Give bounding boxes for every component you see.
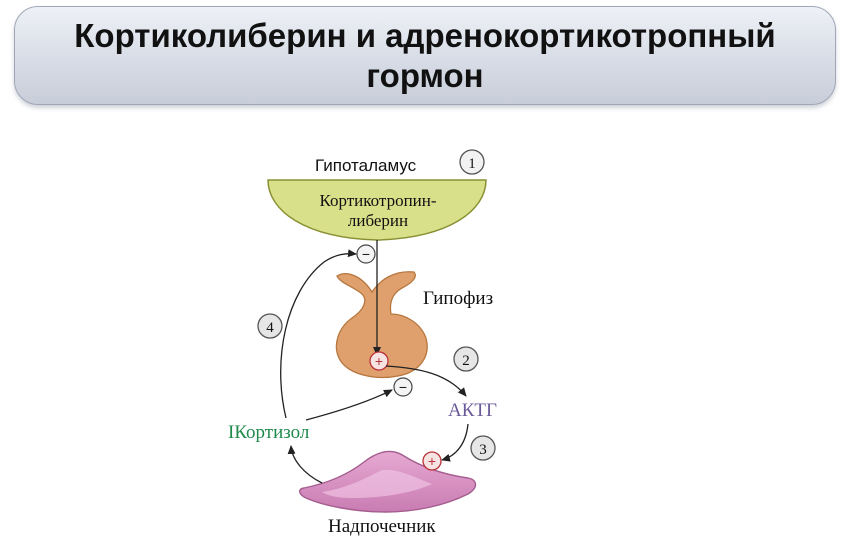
pituitary-label: Гипофиз — [423, 288, 493, 309]
acth-label: АКТГ — [448, 400, 497, 421]
cortisol-label-text: Кортизол — [234, 422, 310, 443]
cortisol-to-pituitary-feedback — [305, 389, 393, 421]
minus-sign-hypothalamus: − — [356, 244, 376, 264]
title-banner: Кортиколиберин и адренокортикотропный го… — [14, 6, 836, 105]
step-4-number: 4 — [266, 320, 274, 336]
adrenal-to-cortisol-arrow — [287, 445, 323, 484]
step-2-badge: 2 — [453, 346, 479, 372]
cortisol-to-hypothalamus-feedback — [280, 249, 357, 419]
pituitary-shape — [335, 271, 428, 379]
corticoliberin-line-2: либерин — [348, 211, 408, 230]
step-3-badge: 3 — [470, 435, 496, 461]
adrenal-medulla — [322, 469, 432, 498]
plus-label-2: + — [428, 453, 436, 469]
minus-label-2: − — [399, 379, 407, 395]
hypothalamus-label: Гипоталамус — [315, 156, 417, 175]
pituitary-to-acth-arrow — [385, 365, 467, 397]
title-line-1: Кортиколиберин и адренокортикотропный — [74, 16, 776, 54]
title-line-2: гормон — [366, 56, 484, 94]
step-3-number: 3 — [479, 442, 487, 458]
acth-to-adrenal-arrow — [441, 423, 469, 462]
plus-sign-adrenal: + — [422, 451, 442, 471]
minus-sign-pituitary: − — [393, 377, 413, 397]
adrenal-label: Надпочечник — [328, 516, 436, 537]
step-1-badge: 1 — [459, 149, 485, 175]
minus-label-1: − — [362, 246, 370, 262]
cortisol-label: IКортизол — [228, 422, 310, 443]
step-2-number: 2 — [462, 353, 470, 369]
hypothalamus-shape — [267, 179, 487, 241]
plus-label-1: + — [375, 353, 383, 369]
corticoliberin-line-1: Кортикотропин- — [319, 191, 436, 210]
step-4-badge: 4 — [257, 313, 283, 339]
step-1-number: 1 — [468, 156, 476, 172]
plus-sign-pituitary: + — [369, 351, 389, 371]
